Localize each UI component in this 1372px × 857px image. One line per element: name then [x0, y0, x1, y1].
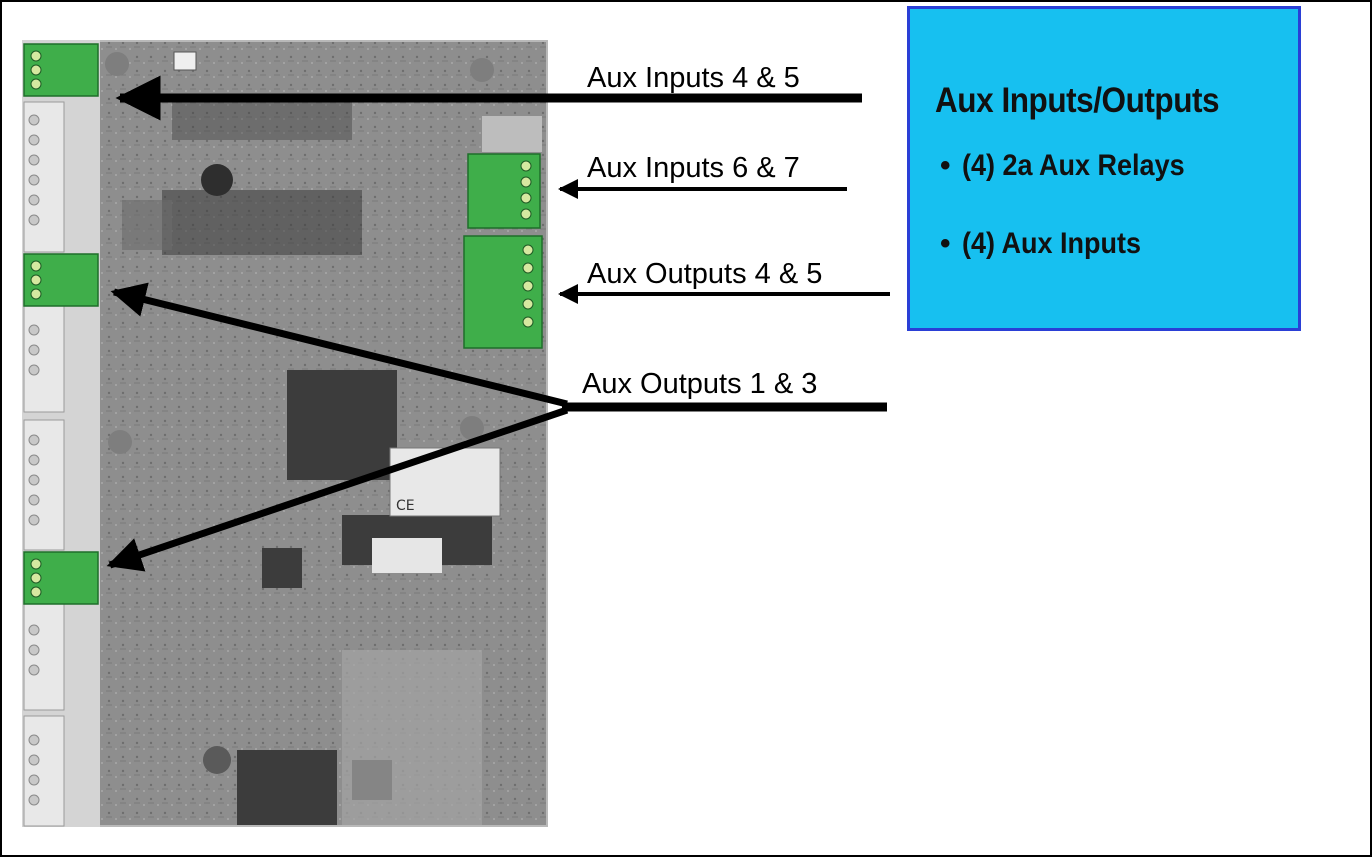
info-bullet: •(4) Aux Inputs	[940, 227, 1161, 261]
info-bullet: •(4) 2a Aux Relays	[940, 149, 1209, 183]
info-title: Aux Inputs/Outputs	[935, 81, 1219, 121]
svg-text:CE: CE	[396, 498, 415, 514]
label-aux-outputs-1-3: Aux Outputs 1 & 3	[582, 370, 817, 399]
label-aux-inputs-6-7: Aux Inputs 6 & 7	[587, 154, 800, 183]
circuit-board-image: CE	[22, 40, 548, 827]
label-aux-outputs-4-5: Aux Outputs 4 & 5	[587, 260, 822, 289]
bullet-icon: •	[940, 149, 962, 183]
info-box: Aux Inputs/Outputs •(4) 2a Aux Relays •(…	[907, 6, 1301, 331]
label-aux-inputs-4-5: Aux Inputs 4 & 5	[587, 64, 800, 93]
bullet-icon: •	[940, 227, 962, 261]
